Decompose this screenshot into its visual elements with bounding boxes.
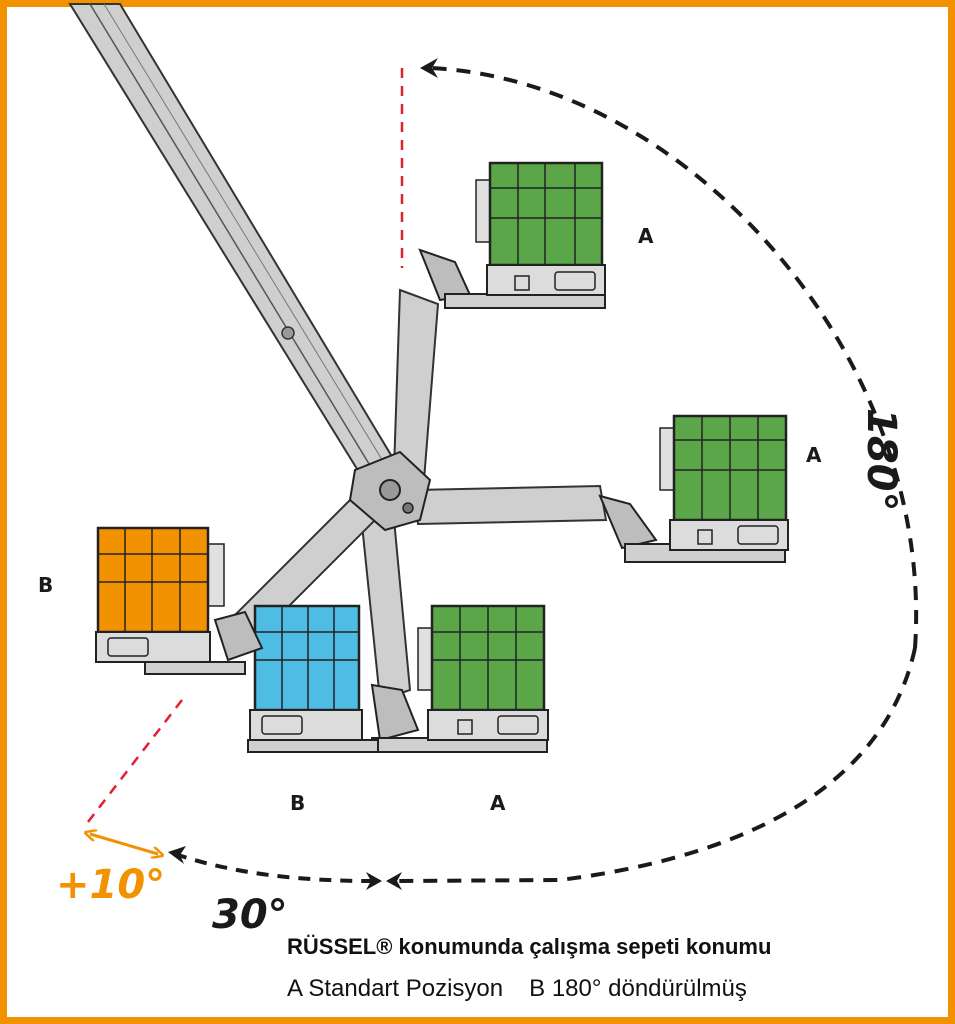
label-a-right: A bbox=[806, 443, 822, 467]
boom-head-joint bbox=[348, 450, 432, 532]
plus-10-arrow bbox=[90, 834, 158, 854]
angle-plus-10-label: +10° bbox=[56, 862, 165, 908]
angle-180-label: 180° bbox=[858, 408, 904, 512]
legend-a: A Standart Pozisyon bbox=[287, 975, 504, 1002]
basket-a-bottom bbox=[370, 604, 549, 753]
arc-30-arrowhead-left bbox=[168, 846, 186, 864]
legend-b: B 180° döndürülmüş bbox=[529, 975, 747, 1002]
label-a-top: A bbox=[638, 224, 654, 248]
caption-legend: A Standart Pozisyon B 180° döndürülmüş bbox=[287, 975, 747, 1003]
angle-30-label: 30° bbox=[212, 892, 288, 938]
label-b-left: B bbox=[38, 573, 53, 597]
jib-arm-right bbox=[413, 484, 608, 526]
arc-180-arrowhead-top bbox=[420, 58, 438, 78]
arc-30 bbox=[174, 852, 373, 883]
arc-180 bbox=[397, 66, 919, 883]
label-a-bottom: A bbox=[490, 791, 506, 815]
basket-b-blue bbox=[247, 604, 379, 753]
arc-30-arrowhead-right bbox=[366, 872, 382, 890]
basket-a-right bbox=[598, 414, 789, 563]
basket-b-orange bbox=[95, 526, 264, 675]
reference-line-diagonal bbox=[87, 699, 183, 823]
label-b-bottom: B bbox=[290, 791, 305, 815]
caption-title: RÜSSEL® konumunda çalışma sepeti konumu bbox=[287, 934, 772, 959]
main-boom bbox=[68, 3, 402, 492]
basket-a-top bbox=[418, 161, 606, 309]
arc-180-arrowhead-bottom bbox=[386, 872, 402, 890]
